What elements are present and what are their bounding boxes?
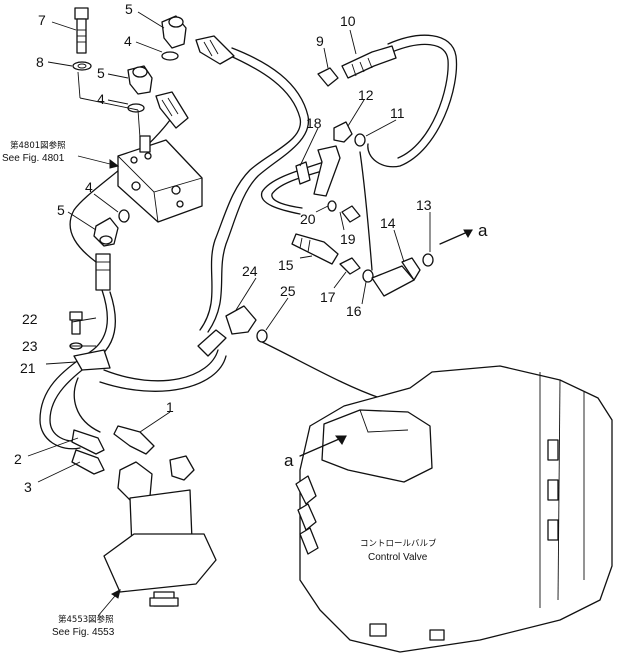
hose-fitting-lower — [95, 253, 111, 291]
o-ring-4-lower — [118, 209, 130, 223]
note-fig-4553-en: See Fig. 4553 — [52, 627, 115, 638]
bolt-19 — [341, 205, 361, 223]
note-control-valve-jp: コントロールバルブ — [360, 538, 437, 549]
callout-19: 19 — [340, 231, 356, 247]
callout-20: 20 — [300, 211, 316, 227]
hose-fitting-24 — [197, 329, 227, 357]
callout-16: 16 — [346, 303, 362, 319]
hose-fitting-3 — [71, 449, 105, 475]
callout-14: 14 — [380, 215, 396, 231]
clamp-18 — [295, 145, 341, 197]
callout-5-middle: 5 — [97, 65, 105, 81]
washer-20 — [327, 200, 337, 212]
callout-22: 22 — [22, 311, 38, 327]
callout-18: 18 — [306, 115, 322, 131]
callout-5-lower: 5 — [57, 202, 65, 218]
elbow-5-middle — [127, 65, 153, 95]
hose-to-valve — [257, 339, 381, 399]
callout-9: 9 — [316, 33, 324, 49]
callout-15: 15 — [278, 257, 294, 273]
callout-24: 24 — [242, 263, 258, 279]
elbow-24 — [225, 305, 257, 335]
callout-4-middle: 4 — [97, 91, 105, 107]
bolt-7 — [74, 7, 89, 54]
hose-fitting-middle — [155, 91, 189, 129]
control-valve — [295, 365, 613, 653]
callout-7: 7 — [38, 12, 46, 28]
note-control-valve-en: Control Valve — [368, 552, 428, 563]
note-fig-4801-en: See Fig. 4801 — [2, 153, 65, 164]
nipple-9 — [317, 67, 339, 87]
swing-motor-4553 — [103, 455, 217, 607]
hose-left-loop — [39, 289, 108, 450]
note-fig-4553: 第4553図参照 See Fig. 4553 — [52, 614, 115, 638]
connection-arrow-left — [299, 435, 347, 457]
note-control-valve: コントロールバルブ Control Valve — [360, 538, 437, 563]
note-fig-4801-jp: 第4801図参照 — [10, 140, 66, 151]
hose-fitting-1 — [113, 425, 155, 455]
washer-8 — [72, 61, 92, 71]
hose-top-left — [199, 53, 302, 331]
leader-lines — [27, 11, 431, 617]
valve-14 — [371, 257, 421, 297]
hose-fitting-15 — [291, 233, 339, 265]
callout-4-lower: 4 — [85, 179, 93, 195]
o-ring-13 — [422, 253, 434, 267]
bolt-22 — [69, 311, 83, 335]
callout-10: 10 — [340, 13, 356, 29]
callout-4-top: 4 — [124, 33, 132, 49]
callout-13: 13 — [416, 197, 432, 213]
connection-label-a-left: a — [284, 451, 294, 470]
callout-5-top: 5 — [125, 1, 133, 17]
note-fig-4801: 第4801図参照 See Fig. 4801 — [2, 140, 66, 164]
callout-17: 17 — [320, 289, 336, 305]
callout-2: 2 — [14, 451, 22, 467]
hose-fitting-top — [195, 35, 235, 65]
callout-25: 25 — [280, 283, 296, 299]
o-ring-16 — [362, 269, 374, 283]
callout-1: 1 — [166, 399, 174, 415]
callout-3: 3 — [24, 479, 32, 495]
callout-11: 11 — [390, 105, 405, 121]
hose-lower — [103, 349, 219, 382]
o-ring-11 — [354, 133, 366, 147]
callout-23: 23 — [22, 338, 38, 354]
elbow-5-lower — [93, 217, 119, 247]
note-fig-4553-jp: 第4553図参照 — [58, 614, 114, 625]
clamp-21 — [73, 349, 111, 371]
connection-label-a-right: a — [478, 221, 488, 240]
elbow-12 — [333, 121, 353, 143]
elbow-5-top — [161, 15, 187, 49]
hose-top-right — [367, 34, 458, 168]
valve-block-4801 — [117, 135, 203, 223]
hose-fitting-10 — [341, 45, 397, 79]
callout-12: 12 — [358, 87, 374, 103]
nipple-17 — [339, 257, 361, 275]
o-ring-25 — [256, 329, 268, 343]
callout-21: 21 — [20, 360, 36, 376]
callout-8: 8 — [36, 54, 44, 70]
connection-arrow-right — [439, 229, 473, 245]
callouts: 7 8 5 4 5 4 4 5 9 10 12 11 18 13 14 20 1… — [14, 1, 432, 495]
o-ring-4-top — [161, 51, 179, 61]
